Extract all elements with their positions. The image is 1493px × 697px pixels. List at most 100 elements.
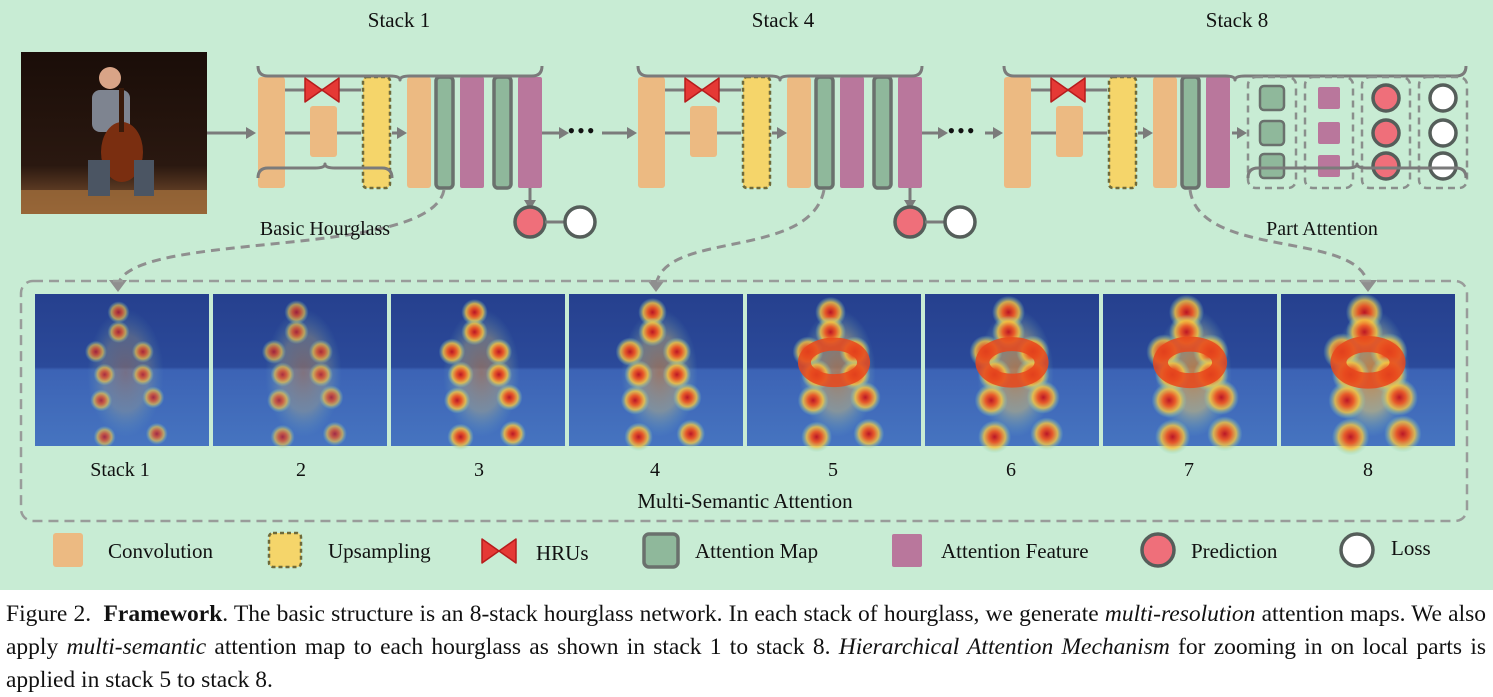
legend-attention-feature-label: Attention Feature [941,539,1089,563]
caption-emphasis-1: multi-resolution [1104,601,1256,627]
map-label-1: Stack 1 [90,459,150,481]
upsampling-block [741,75,772,190]
attention-torso-ring [1152,336,1228,389]
small-convolution-block [1056,106,1083,157]
convolution-block [407,77,431,188]
attention-hotspot [662,360,692,389]
upsampling-block [1107,75,1138,190]
attention-hotspot [638,317,667,347]
attention-map-block [1180,75,1201,190]
stack-4-brace [636,65,924,82]
framework-diagram [19,52,1469,569]
part-prediction-circle-icon [1371,83,1401,113]
photo-floor [21,190,207,214]
part-prediction-circle-icon [1371,151,1401,181]
attention-hotspot [974,383,1008,417]
map-label-2: 2 [296,459,306,481]
attention-hotspot [270,362,295,387]
attention-hotspot [322,421,347,446]
convolution-block [1153,77,1177,188]
attention-hotspot [1207,416,1243,452]
attention-hotspot [107,301,130,324]
part-prediction-circle-icon [1371,118,1401,148]
attention-hotspot [797,385,829,416]
stack-8-title: Stack 8 [1205,8,1269,32]
photo-cello-body [101,122,143,182]
stack-1-dashed-arrow-head [109,280,127,292]
small-convolution-block [690,106,717,157]
part-attention-feature-block [1318,87,1340,109]
caption-text-4: for zooming in on local parts is applied… [6,634,1486,693]
attention-feature-swatch [892,534,922,567]
attention-hotspot [142,386,165,409]
attention-feature-block [898,77,922,188]
attention-hotspot [261,339,286,364]
attention-hotspot [624,360,653,389]
map-label-7: 7 [1184,459,1194,481]
part-attention-group [1246,75,1298,190]
caption-emphasis-2: multi-semantic [66,634,207,660]
figure-caption: Figure 2. Framework. The basic structure… [6,598,1486,697]
attention-hotspot [284,300,309,325]
prediction-circle-icon [893,205,927,239]
loss-circle-icon [563,205,597,239]
ellipsis-2: ••• [947,118,977,143]
part-attention-map-block [1258,152,1286,180]
attention-torso-ring [797,337,871,388]
attention-hotspot [638,297,667,327]
legend-prediction-label: Prediction [1191,539,1278,563]
part-attention-feature-block [1318,155,1340,177]
prediction-circle-icon [513,205,547,239]
stack-1-dashed-link [116,189,446,286]
attention-hotspot [1155,419,1191,455]
attention-hotspot [93,363,116,386]
attention-hotspot [1380,378,1419,417]
stack-1-title: Stack 1 [367,8,431,32]
attention-map-block [814,75,835,190]
convolution-block [1004,77,1031,188]
loss-legend-circle-icon [1339,532,1375,568]
attention-hotspot [1026,380,1060,414]
attention-hotspot [107,321,130,343]
map-label-5: 5 [828,459,838,481]
attention-hotspot [676,419,706,449]
multi-semantic-label: Multi-Semantic Attention [637,489,853,513]
ellipsis-1: ••• [567,118,597,143]
attention-hotspot [673,383,702,412]
arrow-head [397,127,407,139]
attention-map-block [872,75,893,190]
attention-hotspot [284,319,309,345]
attention-feature-block [460,77,484,188]
stack-4-title: Stack 4 [751,8,815,32]
framework-figure: Stack 1 Stack 4 Stack 8 Basic Hourglass … [0,0,1493,590]
photo-person-head [99,67,121,89]
attention-hotspot [1331,418,1370,456]
attention-hotspot [90,389,113,412]
multi-semantic-panel [19,279,1469,523]
attention-hotspot [1328,381,1366,420]
arrow-head [938,127,948,139]
bowtie-icon [481,538,517,564]
attention-hotspot [308,339,333,364]
stack-8-dashed-arrow-head [1359,280,1377,292]
attention-map-block [434,75,455,190]
attention-hotspot [308,362,333,387]
part-attention-group [1303,75,1355,190]
arrow-head [627,127,637,139]
attention-hotspot [615,337,645,367]
attention-feature-block [518,77,542,188]
stack-4-dashed-arrow-head [647,280,665,292]
stack-8-brace [1002,65,1468,82]
attention-feature-block [1206,77,1230,188]
attention-hotspot [270,424,295,449]
part-attention-group [1360,75,1412,190]
arrow-head [246,127,256,139]
attention-hotspot [496,384,523,411]
upsampling-block [361,75,392,190]
attention-hotspot [499,420,526,448]
attention-hotspot [1384,415,1422,453]
attention-hotspot [853,418,885,450]
hru-bowtie-icon [684,77,720,103]
attention-hotspot [801,421,832,453]
